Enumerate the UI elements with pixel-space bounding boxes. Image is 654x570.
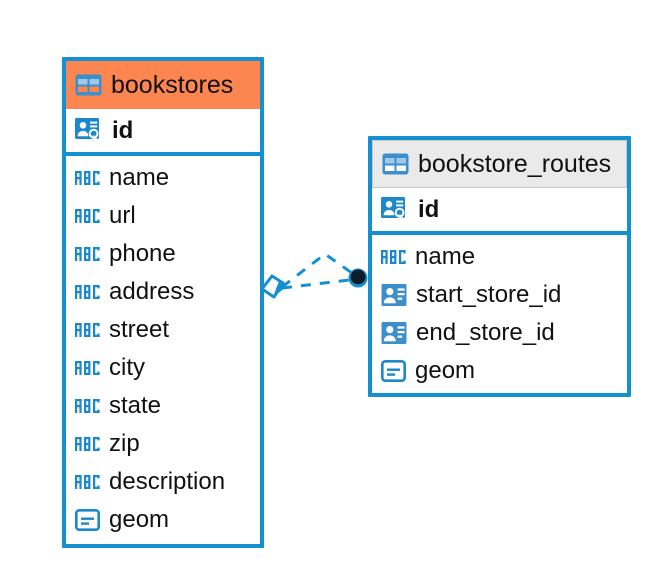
- field-row-phone[interactable]: phone: [66, 235, 260, 273]
- field-row-state[interactable]: state: [66, 387, 260, 425]
- field-label-zip: zip: [109, 430, 140, 457]
- abc-text-icon: [75, 171, 100, 185]
- table-icon: [75, 74, 102, 96]
- field-row-zip[interactable]: zip: [66, 425, 260, 463]
- field-label-id: id: [112, 116, 134, 144]
- entity-title-bookstore-routes: bookstore_routes: [418, 149, 612, 178]
- relationship-connector[interactable]: [258, 243, 370, 305]
- abc-text-icon: [381, 250, 406, 264]
- geometry-icon: [74, 508, 100, 531]
- foreign-key-icon: [381, 320, 407, 346]
- field-row-name[interactable]: name: [372, 238, 627, 276]
- field-label-geom: geom: [415, 357, 476, 384]
- field-label-geom: geom: [109, 506, 170, 533]
- field-list-bookstores: name: [66, 156, 260, 539]
- table-icon: [382, 153, 409, 175]
- primary-key-icon: [381, 196, 409, 224]
- field-label-id: id: [418, 195, 440, 223]
- field-label-city: city: [109, 354, 145, 381]
- field-row-name[interactable]: name: [66, 159, 260, 197]
- field-label-description: description: [109, 468, 226, 495]
- abc-text-icon: [75, 437, 100, 451]
- entity-header-bookstore-routes[interactable]: bookstore_routes: [372, 140, 627, 188]
- abc-text-icon: [75, 475, 100, 489]
- field-label-address: address: [109, 278, 195, 305]
- entity-title-bookstores: bookstores: [111, 70, 234, 99]
- abc-text-icon: [75, 399, 100, 413]
- field-label-name: name: [109, 164, 170, 191]
- relationship-line-upper: [281, 252, 360, 289]
- field-label-street: street: [109, 316, 170, 343]
- diamond-crowsfoot-marker: [260, 274, 285, 299]
- abc-text-icon: [75, 247, 100, 261]
- field-label-url: url: [109, 202, 136, 229]
- field-row-geom[interactable]: geom: [372, 352, 627, 390]
- field-row-primary-key[interactable]: id: [372, 188, 627, 235]
- foreign-key-icon: [381, 282, 407, 308]
- primary-key-icon: [75, 117, 103, 145]
- field-row-end-store-id[interactable]: end_store_id: [372, 314, 627, 352]
- field-label-phone: phone: [109, 240, 176, 267]
- field-list-bookstore-routes: name start_store_id: [372, 235, 627, 390]
- abc-text-icon: [75, 361, 100, 375]
- field-label-start-store-id: start_store_id: [416, 281, 562, 308]
- abc-text-icon: [75, 285, 100, 299]
- filled-circle-marker: [348, 268, 368, 288]
- field-row-url[interactable]: url: [66, 197, 260, 235]
- field-row-start-store-id[interactable]: start_store_id: [372, 276, 627, 314]
- field-row-description[interactable]: description: [66, 463, 260, 501]
- field-row-street[interactable]: street: [66, 311, 260, 349]
- relationship-line-lower: [281, 277, 359, 290]
- field-row-primary-key[interactable]: id: [66, 109, 260, 156]
- abc-text-icon: [75, 209, 100, 223]
- entity-bookstore-routes[interactable]: bookstore_routes id: [368, 136, 631, 397]
- entity-bookstores[interactable]: bookstores id: [62, 57, 264, 548]
- field-label-state: state: [109, 392, 162, 419]
- geometry-icon: [380, 359, 406, 382]
- field-row-geom[interactable]: geom: [66, 501, 260, 539]
- abc-text-icon: [75, 323, 100, 337]
- field-row-address[interactable]: address: [66, 273, 260, 311]
- field-label-end-store-id: end_store_id: [416, 319, 555, 346]
- field-row-city[interactable]: city: [66, 349, 260, 387]
- entity-header-bookstores[interactable]: bookstores: [66, 61, 260, 109]
- field-label-name: name: [415, 243, 476, 270]
